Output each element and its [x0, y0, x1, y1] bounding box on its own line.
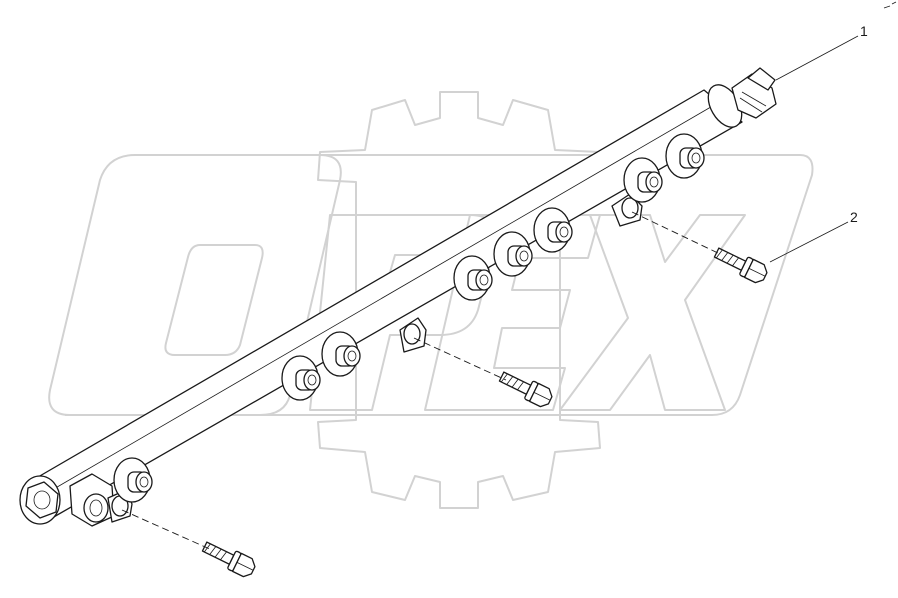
- left-nut-bore: [33, 490, 51, 510]
- callout-label: 2: [850, 209, 858, 225]
- mounting-bolt: [713, 247, 768, 284]
- injector-outlets: [113, 133, 705, 503]
- injector-outlet: [321, 331, 361, 377]
- callout-1: 1: [775, 23, 868, 81]
- sensor-ring-2: [739, 97, 763, 113]
- injector-outlet: [623, 157, 663, 203]
- injector-outlet: [113, 457, 153, 503]
- inlet-port-bore: [89, 499, 103, 517]
- fuel-rail: [19, 67, 777, 527]
- pressure-sensor-connector: [747, 67, 776, 91]
- assembly-lines: [121, 211, 721, 551]
- injector-outlet: [533, 207, 573, 253]
- assembly-line: [413, 337, 507, 381]
- watermark-frame: [65, 154, 814, 416]
- rail-tube-highlight: [39, 103, 717, 498]
- injector-outlet: [453, 255, 493, 301]
- injector-outlet: [281, 355, 321, 401]
- callout-label: 1: [860, 23, 868, 39]
- watermark-gear-icon: [317, 91, 601, 509]
- sensor-ring-1: [741, 91, 767, 107]
- assembly-line: [121, 509, 213, 551]
- boss-middle-hole: [403, 323, 421, 345]
- mounting-bolt: [201, 541, 256, 578]
- callout-2: 2: [769, 209, 858, 263]
- leader-line: [769, 221, 849, 263]
- assembly-line: [631, 211, 721, 255]
- rail-left-hex-nut: [25, 481, 59, 519]
- watermark-letter-x: [559, 214, 746, 411]
- injector-outlet: [665, 133, 705, 179]
- corner-mark-icon: [883, 1, 897, 9]
- mounting-bolt: [498, 371, 553, 408]
- mounting-bolts: [201, 247, 768, 578]
- leader-line: [775, 35, 859, 81]
- inlet-port: [83, 493, 109, 523]
- injector-outlet: [493, 231, 533, 277]
- watermark-letter-e: [424, 214, 601, 411]
